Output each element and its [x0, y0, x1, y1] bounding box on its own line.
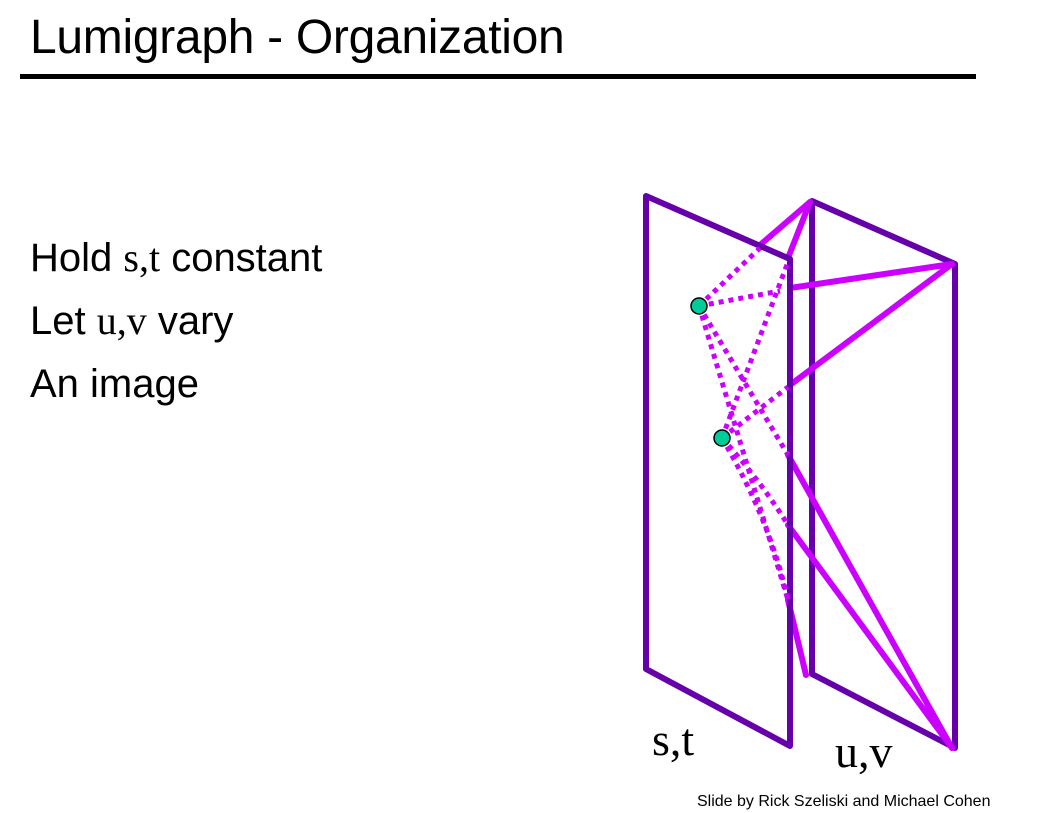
solid-rays — [757, 199, 955, 751]
bullet-list: Hold s,t constant Let u,v vary An image — [30, 226, 322, 415]
bullet-text: Let — [30, 299, 97, 343]
sample-point — [713, 429, 731, 447]
bullet-text: constant — [160, 236, 323, 280]
bullet-text: Hold — [30, 236, 124, 280]
bullet-text: An image — [30, 362, 199, 406]
bullet-math: s,t — [123, 235, 161, 280]
st-plane — [643, 193, 793, 749]
bullet-item: Let u,v vary — [30, 289, 322, 352]
sample-point — [690, 297, 708, 315]
uv-plane-label: u,v — [835, 726, 893, 777]
bullet-item: An image — [30, 352, 322, 415]
title-underline — [20, 74, 976, 79]
dotted-rays — [696, 246, 791, 601]
lumigraph-two-plane-diagram — [643, 193, 958, 751]
bullet-text: vary — [146, 299, 234, 343]
slide-title: Lumigraph - Organization — [30, 11, 565, 64]
slide-credit: Slide by Rick Szeliski and Michael Cohen — [697, 793, 991, 810]
st-plane-label: s,t — [652, 714, 695, 765]
bullet-math: u,v — [96, 298, 147, 343]
bullet-item: Hold s,t constant — [30, 226, 322, 289]
sample-points — [690, 297, 731, 447]
